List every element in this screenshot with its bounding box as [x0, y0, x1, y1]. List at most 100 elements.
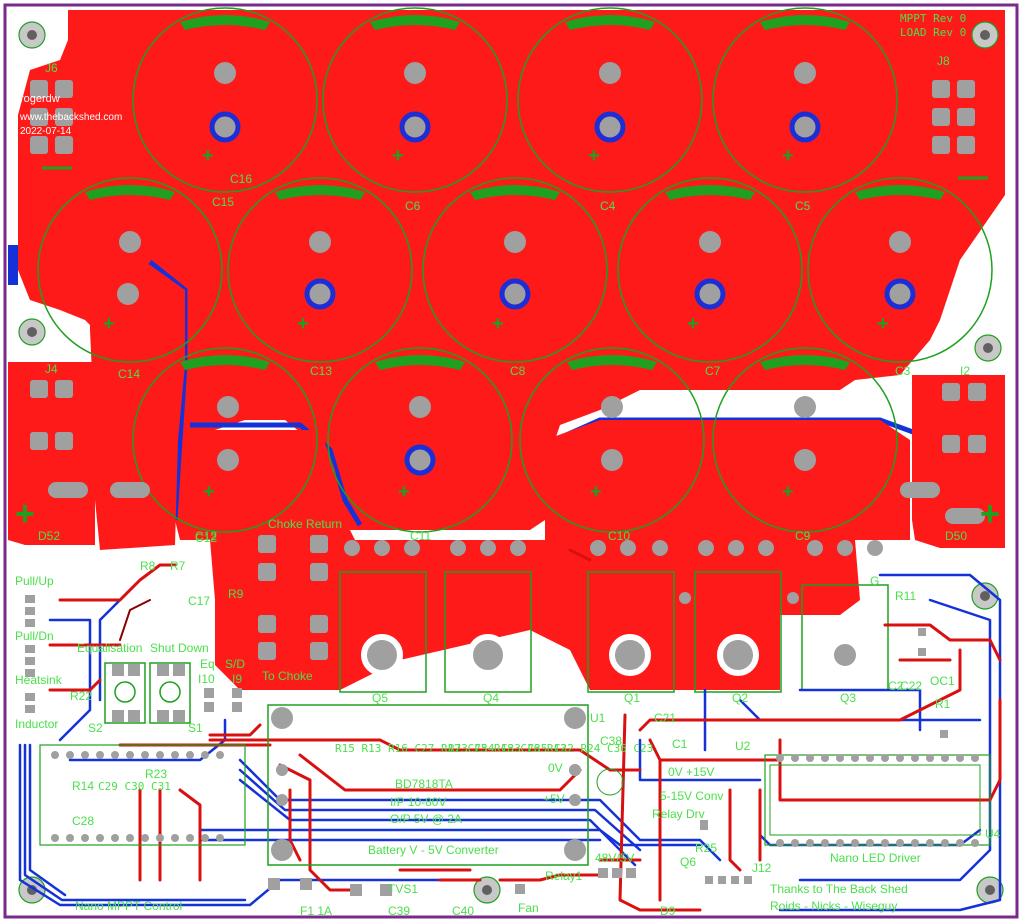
label-j12: J12 — [752, 861, 772, 875]
svg-text:+: + — [103, 313, 115, 335]
label-to-choke: To Choke — [262, 669, 313, 683]
mounting-holes — [18, 21, 1004, 904]
mosfet-pins — [344, 540, 883, 604]
label-r11: R11 — [895, 589, 916, 603]
small-smd-pads — [25, 595, 948, 896]
label-0v15: 0V +15V — [668, 765, 714, 779]
label-sd: S/D — [225, 657, 245, 671]
label-q3: Q3 — [840, 691, 856, 705]
cap-label-c8: C8 — [510, 364, 526, 378]
label-heatsink: Heatsink — [15, 673, 63, 687]
label-u4: U4 — [985, 827, 1001, 841]
author-site: www.thebackshed.com — [19, 112, 122, 123]
label-inductor: Inductor — [15, 717, 58, 731]
revision-line2: LOAD Rev 0 — [900, 26, 966, 39]
copper-block-right-caps — [545, 420, 910, 540]
connector-j4: J4 — [45, 362, 58, 376]
cap-label-c14: C14 — [118, 367, 140, 381]
converter-pins — [569, 764, 624, 806]
svg-text:+: + — [782, 145, 794, 167]
copper-block-i2 — [912, 375, 1005, 548]
label-fan: Fan — [518, 901, 539, 915]
svg-text:+: + — [203, 481, 215, 503]
label-i9: I9 — [232, 672, 242, 686]
label-r9: R9 — [228, 587, 244, 601]
svg-text:+: + — [877, 313, 889, 335]
label-equalisation: Equalisation — [77, 641, 142, 655]
label-op: O/P 5V @ 2A — [390, 812, 462, 826]
cap-label-c9: C9 — [795, 529, 811, 543]
connector-pads-mid — [30, 380, 986, 660]
svg-text:—: — — [958, 160, 988, 193]
label-pull-up: Pull/Up — [15, 574, 54, 588]
svg-text:+: + — [15, 495, 35, 533]
label-s1: S1 — [188, 721, 203, 735]
label-s2: S2 — [88, 721, 103, 735]
svg-text:+: + — [392, 145, 404, 167]
svg-text:+: + — [398, 481, 410, 503]
label-relay1: Relay1 — [545, 869, 583, 883]
svg-text:+: + — [202, 145, 214, 167]
label-q2: Q2 — [732, 691, 748, 705]
cap-label-c3: C3 — [895, 364, 911, 378]
copper-block-mosfets — [210, 430, 860, 690]
label-c40: C40 — [452, 904, 474, 918]
label-choke-return: Choke Return — [268, 517, 342, 531]
label-d52: D52 — [38, 529, 60, 543]
label-u1: U1 — [590, 711, 606, 725]
copper-block-left — [90, 265, 185, 550]
label-d9: D9 — [660, 904, 676, 918]
label-c28: C28 — [72, 814, 94, 828]
cap-label-c10: C10 — [608, 529, 630, 543]
cap-label-c4: C4 — [600, 199, 616, 213]
label-f1: F1 1A — [300, 904, 332, 918]
label-c17: C17 — [188, 594, 210, 608]
svg-text:—: — — [42, 150, 72, 183]
label-c12: C12 — [195, 531, 217, 545]
label-bd7818: BD7818TA — [395, 777, 453, 791]
label-r8: R8 — [140, 559, 156, 573]
label-tvs1: TVS1 — [388, 882, 418, 896]
label-q5: Q5 — [372, 691, 388, 705]
cap-label-c13: C13 — [310, 364, 332, 378]
label-r7: R7 — [170, 559, 186, 573]
label-c2: C2 — [888, 679, 904, 693]
svg-text:+: + — [980, 495, 1000, 533]
cap-label-c16: C16 — [230, 172, 252, 186]
label-r23: R23 — [145, 767, 167, 781]
label-c29-c31: C29 C30 C31 — [98, 780, 171, 793]
label-r25: R25 — [695, 841, 717, 855]
copper-block-j4 — [8, 362, 95, 545]
label-resistor-block: R15 R13 R16 C27 R17 C25 R18 C26 R12 — [335, 742, 567, 755]
svg-text:+: + — [590, 481, 602, 503]
label-q1: Q1 — [624, 691, 640, 705]
label-c22: C22 — [900, 679, 922, 693]
label-r14: R14 — [72, 779, 94, 793]
svg-text:+: + — [782, 481, 794, 503]
label-cap-block: R23 C34 C33 C35 C32 R24 C36 C23 — [448, 742, 653, 755]
label-ip: I/P 10-80V — [390, 795, 446, 809]
label-eq: Eq — [200, 657, 215, 671]
connector-pads-top — [30, 80, 975, 154]
cap-label-c7: C7 — [705, 364, 721, 378]
cap-label-c6: C6 — [405, 199, 421, 213]
label-shut-down: Shut Down — [150, 641, 209, 655]
nano-boards — [39, 744, 991, 847]
connector-j8: J8 — [937, 54, 950, 68]
capacitor-polarity-marks — [85, 15, 945, 370]
label-c21: C21 — [654, 711, 676, 725]
label-oc1: OC1 — [930, 674, 955, 688]
label-u2: U2 — [735, 739, 751, 753]
label-c39: C39 — [388, 904, 410, 918]
author-date: 2022-07-14 — [20, 126, 72, 137]
label-plus5v: +5V — [543, 792, 565, 806]
svg-text:+: + — [588, 145, 600, 167]
svg-text:+: + — [687, 313, 699, 335]
label-48v5v: 48V/5V — [595, 851, 634, 865]
label-r22: R22 — [70, 689, 92, 703]
revision-line1: MPPT Rev 0 — [900, 12, 966, 25]
label-pull-dn: Pull/Dn — [15, 629, 54, 643]
label-q4: Q4 — [483, 691, 499, 705]
label-relay-drive: Relay Drv — [652, 807, 705, 821]
